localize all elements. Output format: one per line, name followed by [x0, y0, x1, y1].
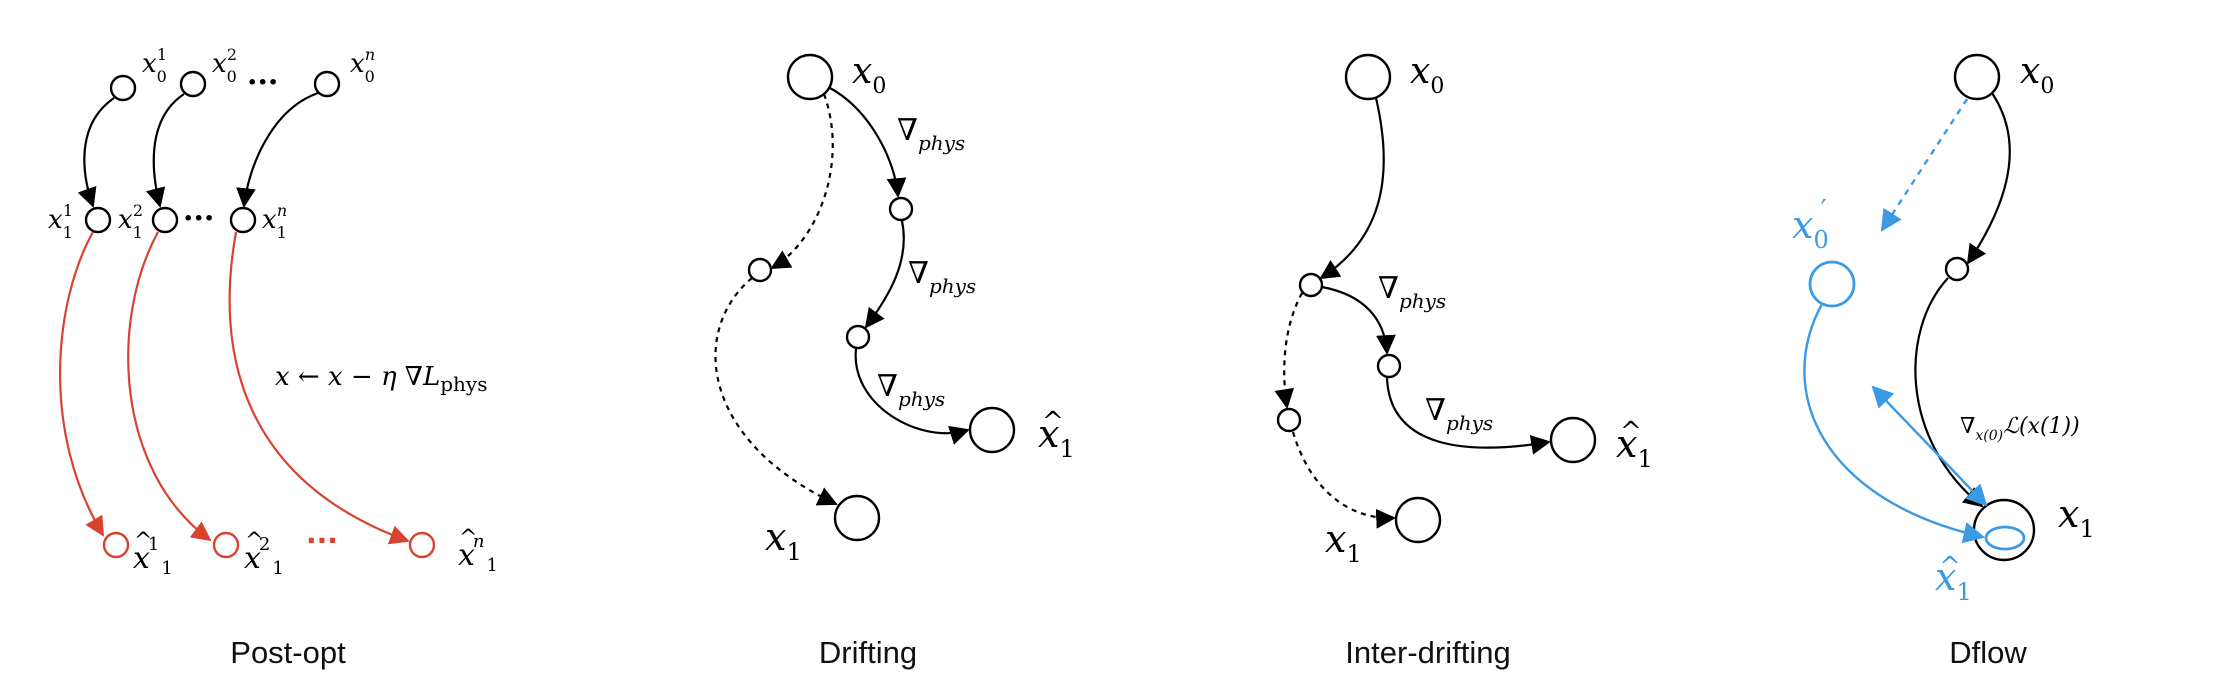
node-x1	[1394, 496, 1442, 544]
node-inter-a	[888, 196, 914, 222]
edge-dash-x0-to-mid	[770, 93, 834, 269]
node-xhat-1	[102, 531, 130, 559]
dots-top: ···	[247, 65, 278, 100]
node-xhat-n	[408, 531, 436, 559]
grad-label-1: ∇phys	[897, 113, 965, 155]
grad-label-1: ∇phys	[1378, 271, 1446, 313]
grad-label-2: ∇phys	[908, 256, 976, 298]
panel-dflow: x0 ∇x(0)ℒ(x(1)) x0′ x1 x1 ^ Dflow	[1792, 51, 2095, 670]
edge-b-to-xhat1	[854, 348, 970, 445]
caption-inter-drifting: Inter-drifting	[1345, 635, 1510, 670]
edge-x0prime-to-xhat1	[1803, 303, 1986, 544]
edge-inter-to-x1	[1914, 277, 1984, 508]
label-x0-1: x01	[142, 45, 167, 86]
node-x0-2	[179, 70, 207, 98]
node-x0	[786, 53, 834, 101]
label-x0: x0	[2020, 51, 2054, 99]
grad-loss-label: ∇x(0)ℒ(x(1))	[1960, 414, 2080, 444]
label-x1-2: x12	[118, 201, 143, 242]
node-xhat1-inner	[1984, 525, 2026, 551]
node-inter-b	[845, 324, 871, 350]
node-x1	[833, 494, 881, 542]
edge-dash-branch-to-mid	[1274, 292, 1303, 409]
label-x1: x1	[2058, 492, 2095, 543]
label-x0-2: x02	[212, 45, 237, 86]
label-xhat-1: x11	[133, 534, 173, 579]
edge-x0-to-a	[829, 87, 907, 198]
node-x0	[1344, 53, 1392, 101]
edge-red-1	[59, 231, 105, 537]
panel-drifting: x0 ∇phys ∇phys ∇phys x1 ^ x1 Drifting	[714, 51, 1075, 670]
node-inter-a	[1376, 353, 1402, 379]
dots-red: ···	[306, 524, 338, 557]
caption-drifting: Drifting	[819, 635, 917, 670]
hat-1: ^	[134, 529, 152, 554]
edge-x0-n-to-x1-n	[236, 91, 319, 208]
grad-label-3: ∇phys	[877, 369, 945, 411]
label-x1: x1	[765, 515, 802, 566]
node-xhat-2	[212, 531, 240, 559]
label-x1: x1	[1325, 517, 1362, 568]
node-inter	[1944, 256, 1970, 282]
grad-label-2: ∇phys	[1425, 393, 1493, 435]
label-xhat1: x1	[1038, 412, 1075, 463]
edge-dash-mid-to-x1	[714, 277, 838, 506]
edge-x0-to-branch	[1319, 97, 1385, 280]
label-xhat-n: xn1	[458, 531, 498, 576]
node-xhat1	[1549, 416, 1597, 464]
label-xhat-2: x21	[244, 534, 284, 579]
label-x1-n: x1n	[262, 201, 287, 242]
node-branch	[1298, 272, 1324, 298]
caption-dflow: Dflow	[1949, 635, 2027, 670]
hat-n: ^	[459, 526, 477, 551]
node-x0-prime	[1808, 260, 1856, 308]
label-x0-n: x0n	[350, 45, 375, 86]
edge-grad-double	[1871, 385, 1988, 507]
label-x1-1: x11	[48, 201, 73, 242]
panel-post-opt: x01 x02 ··· x0n x11 x12 ··· x1n x ← x − …	[48, 45, 498, 670]
edge-x0-1-to-x1-1	[77, 97, 115, 208]
dots-middle: ···	[183, 201, 214, 236]
hat-2: ^	[245, 529, 263, 554]
edge-x0-2-to-x1-2	[145, 93, 185, 208]
hat-xhat1: ^	[1939, 552, 1961, 582]
label-x0-prime: x0′	[1792, 195, 1829, 254]
node-x1-2	[151, 206, 179, 234]
node-dashed-mid	[1276, 407, 1302, 433]
node-dashed-mid	[747, 257, 773, 283]
label-x0: x0	[1410, 51, 1444, 99]
edge-x0-to-inter	[1966, 92, 2011, 265]
node-x0-n	[313, 70, 341, 98]
edge-red-n	[228, 231, 410, 545]
node-xhat1	[968, 406, 1016, 454]
node-x0	[1953, 53, 2001, 101]
label-x0: x0	[852, 51, 886, 99]
edge-a-to-b	[864, 220, 905, 329]
update-rule: x ← x − η ∇Lphys	[275, 362, 487, 396]
node-x0-1	[109, 74, 137, 102]
node-x1-n	[229, 206, 257, 234]
panel-inter-drifting: x0 ∇phys ∇phys x1 ^ x1 Inter-drifting	[1274, 51, 1653, 670]
edge-red-2	[127, 231, 212, 542]
label-xhat1: x1	[1616, 422, 1653, 473]
caption-post-opt: Post-opt	[230, 635, 346, 670]
label-xhat1: x1	[1935, 555, 1972, 606]
node-x1-1	[84, 206, 112, 234]
hat-xhat1: ^	[1620, 417, 1642, 447]
edge-a-to-xhat1	[1385, 377, 1551, 455]
edge-dash-mid-to-x1	[1291, 431, 1396, 529]
edge-dash-x0-to-inter-blue	[1880, 98, 1969, 232]
edge-branch-to-a	[1321, 285, 1396, 355]
hat-xhat1: ^	[1042, 407, 1064, 437]
